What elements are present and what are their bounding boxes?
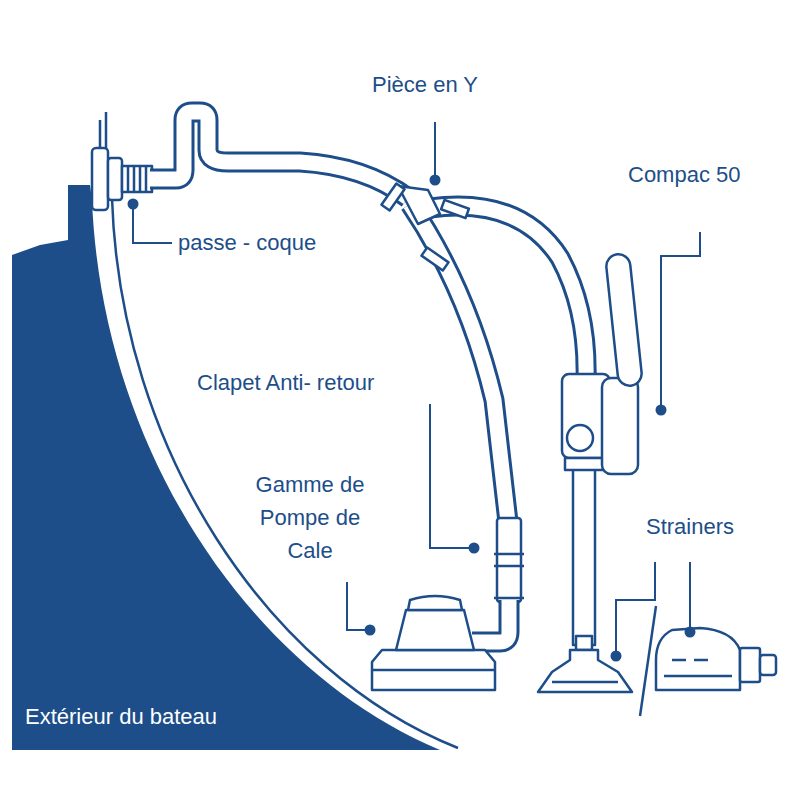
leader-dot: [611, 651, 622, 662]
leader-line: [661, 232, 700, 406]
leader-line: [434, 122, 436, 176]
strainer-slot: [552, 681, 618, 684]
bilge-hose-core: [410, 204, 508, 522]
compac-hose: [430, 206, 586, 380]
strainer-outlet: [740, 648, 760, 682]
bilge-pump-cap: [408, 596, 462, 610]
leader-dot: [128, 199, 139, 210]
strainer-box: [656, 628, 740, 690]
thru-hull-flange: [92, 148, 108, 210]
leader-line: [430, 404, 470, 548]
leader-line: [347, 582, 366, 630]
compac-handle: [605, 253, 643, 387]
foot-strainer: [538, 650, 632, 692]
leader-dot: [430, 175, 441, 186]
part-label: Gamme de Pompe de Cale: [250, 468, 370, 567]
pump-elbow-core: [472, 600, 509, 642]
leader-dot: [469, 543, 480, 554]
thru-hull-nut: [108, 158, 122, 200]
check-valve: [497, 518, 521, 602]
separator-line: [640, 606, 656, 716]
part-label: Strainers: [646, 510, 796, 543]
hose-clamp: [441, 200, 469, 218]
leader-dot: [685, 627, 696, 638]
strainer-neck: [576, 636, 592, 650]
compac-collar: [565, 458, 603, 470]
thru-hull-thread: [122, 166, 152, 192]
compac-lever-housing: [602, 378, 638, 474]
leader-line: [689, 562, 691, 628]
hose-clamp: [381, 183, 404, 210]
strainer-slots: [664, 660, 732, 676]
part-label: Clapet Anti- retour: [197, 366, 477, 399]
hull-outline: [10, 180, 460, 755]
strainer-nozzle: [760, 655, 776, 675]
discharge-hose: [150, 112, 408, 198]
node-label: Extérieur du bateau: [25, 704, 217, 730]
valve-bands: [494, 554, 524, 598]
base-stripe: [372, 669, 495, 672]
part-label: Compac 50: [628, 158, 798, 191]
part-label: passe - coque: [178, 226, 398, 259]
compac-suction-tube: [573, 440, 595, 645]
part-label: Pièce en Y: [372, 68, 542, 101]
compac-knob: [567, 425, 593, 451]
thread-lines: [128, 166, 146, 192]
deck-rail: [100, 112, 106, 150]
pump-elbow: [472, 600, 509, 642]
bilge-pump-body: [396, 610, 474, 650]
compac-hose-core: [430, 206, 586, 380]
hull-fill: [12, 185, 440, 750]
compac-body: [562, 374, 610, 458]
bilge-pump-base: [372, 650, 495, 690]
leader-dot: [365, 625, 376, 636]
leader-line: [616, 562, 655, 652]
bilge-hose: [410, 204, 508, 522]
leader-line: [133, 208, 172, 243]
discharge-hose-core: [150, 112, 408, 198]
hose-clamp: [421, 247, 448, 270]
y-piece: [398, 186, 440, 224]
hull-exterior: Extérieur du bateau: [10, 180, 460, 755]
leader-dot: [656, 405, 667, 416]
